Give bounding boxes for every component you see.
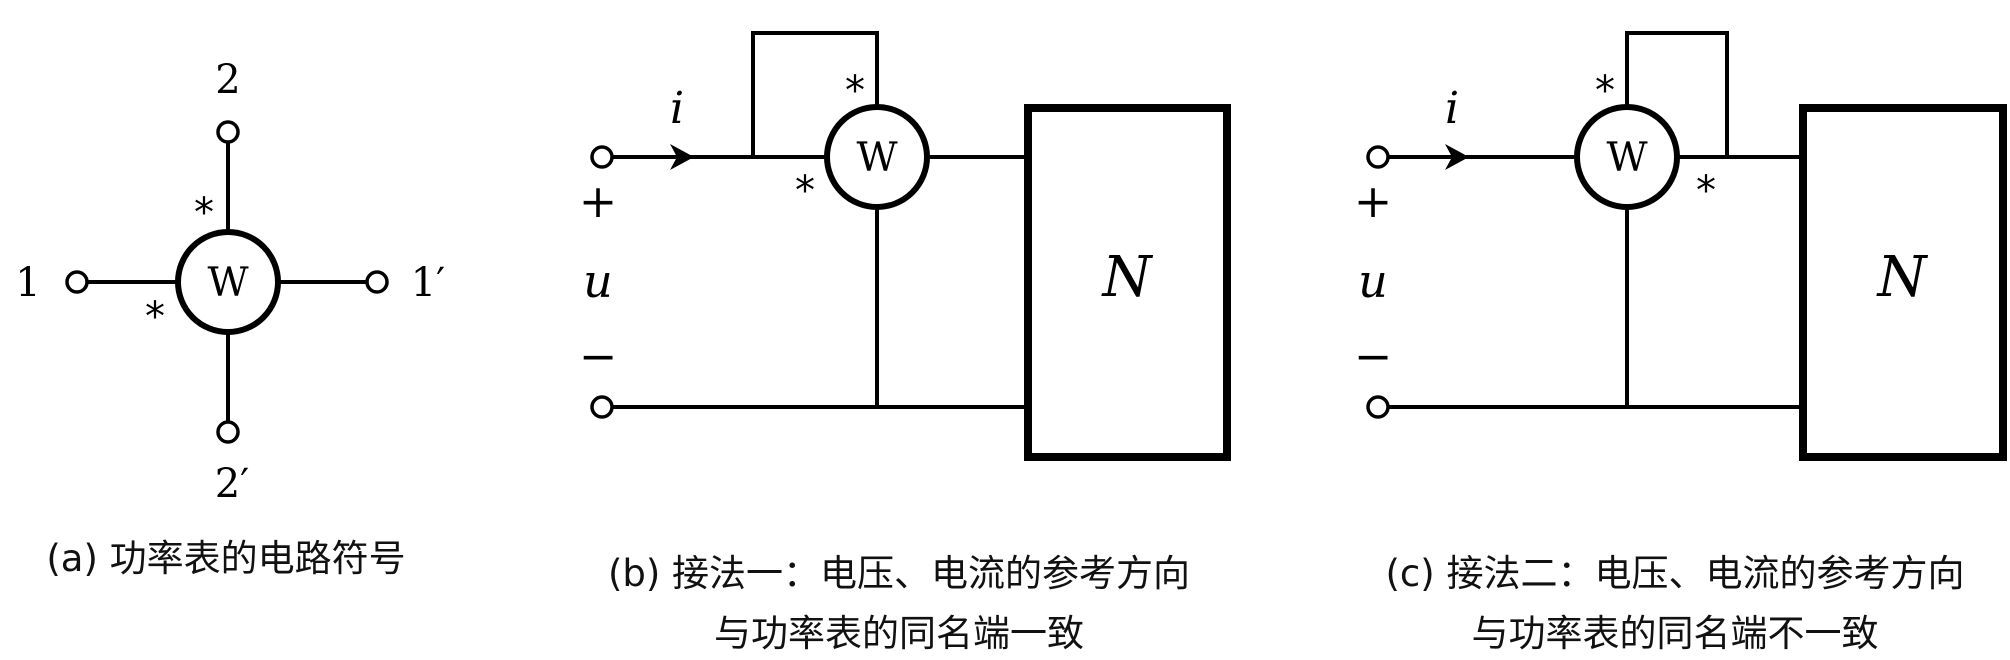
terminal-1 [65,270,89,294]
terminal-positive [1366,145,1390,169]
panel-a: W 1 1′ 2 2′ * * (a) 功率表的电路符号 [15,57,445,580]
polarity-mark-voltage: * [194,190,214,236]
load-network-box [1024,104,1231,461]
panel-b: W N i + u − * * (b) 接法一：电压、电流的参考方向 与功率表的… [579,31,1231,655]
wire-voltage-coil-loop [1625,31,1729,159]
wattmeter-symbol [824,104,930,210]
caption-c-line1: (c) 接法二：电压、电流的参考方向 [1386,552,1965,595]
wattmeter-symbol [1574,104,1680,210]
terminal-negative [590,395,614,419]
plus-sign: + [579,174,618,228]
caption-a: (a) 功率表的电路符号 [46,537,405,580]
caption-b-line2: 与功率表的同名端一致 [714,612,1084,655]
terminal-label-2-prime: 2′ [215,461,250,507]
load-label: N [1876,245,1929,310]
meter-label: W [856,135,897,181]
polarity-mark-voltage: * [1595,68,1615,114]
voltage-label: u [1358,254,1388,308]
terminal-1-prime [365,270,389,294]
minus-sign: − [1354,329,1393,383]
meter-label: W [1606,135,1647,181]
terminal-2-prime [216,420,240,444]
polarity-mark-current: * [1696,168,1716,214]
terminal-label-1: 1 [15,260,40,306]
current-label: i [1445,83,1459,134]
wattmeter-symbol [175,229,281,335]
voltage-label: u [583,254,613,308]
plus-sign: + [1354,174,1393,228]
terminal-positive [590,145,614,169]
terminal-label-2: 2 [215,57,240,103]
terminal-2 [216,120,240,144]
panel-c: W N i + u − * * (c) 接法二：电压、电流的参考方向 与功率表的… [1354,31,2007,655]
meter-label: W [207,260,248,306]
caption-b-line1: (b) 接法一：电压、电流的参考方向 [608,552,1190,595]
polarity-mark-current: * [795,168,815,214]
polarity-mark-voltage: * [845,68,865,114]
polarity-mark-current: * [145,294,165,340]
load-network-box [1799,104,2007,461]
current-arrow-icon [1445,144,1469,170]
current-arrow-icon [670,144,694,170]
minus-sign: − [579,329,618,383]
caption-c-line2: 与功率表的同名端不一致 [1472,612,1879,655]
load-label: N [1101,245,1154,310]
wire-voltage-coil-loop [751,31,879,159]
current-label: i [670,83,684,134]
terminal-label-1-prime: 1′ [411,260,446,306]
terminal-negative [1366,395,1390,419]
